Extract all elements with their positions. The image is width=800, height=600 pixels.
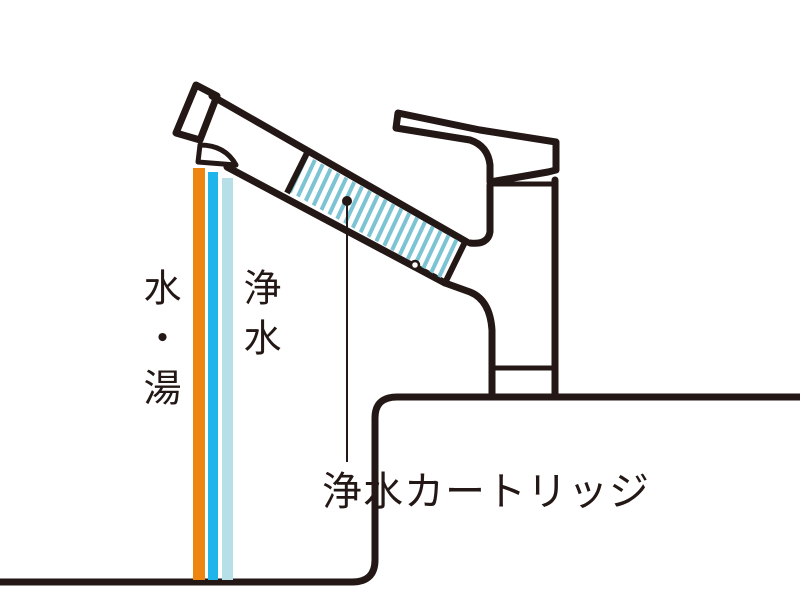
faucet-body-upper bbox=[466, 181, 494, 247]
spout bbox=[208, 92, 471, 287]
lever-handle bbox=[392, 109, 560, 186]
hot-cold-label: 水・湯 bbox=[137, 268, 181, 418]
hot-cold-stream bbox=[193, 168, 205, 580]
spout-head bbox=[172, 81, 221, 144]
faucet-body bbox=[441, 279, 496, 401]
purified-label: 浄水 bbox=[237, 268, 281, 368]
nozzle bbox=[195, 142, 239, 168]
cartridge-hatch bbox=[290, 156, 464, 281]
water-stream bbox=[208, 172, 218, 580]
counter-outline bbox=[0, 393, 800, 586]
purified-stream bbox=[222, 178, 233, 580]
cartridge-small-circle bbox=[409, 259, 421, 271]
cartridge-label: 浄水カートリッジ bbox=[322, 469, 650, 515]
